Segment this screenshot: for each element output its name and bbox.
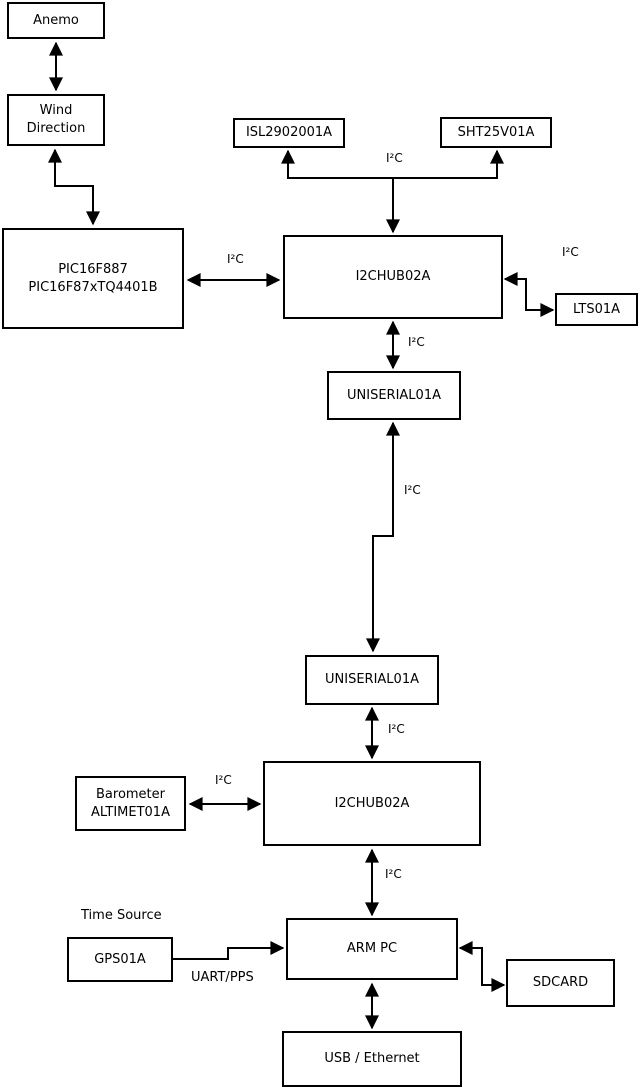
node-usb-ethernet-label: USB / Ethernet [324,1051,420,1067]
edge-label-i2c-uniserial-hub2: I²C [388,722,405,736]
annotation-uart-pps: UART/PPS [191,970,254,985]
node-uniserial01a-top: UNISERIAL01A [327,371,461,420]
node-sdcard: SDCARD [506,959,615,1007]
edge-label-i2c-hub-lts: I²C [562,245,579,259]
node-lts01a: LTS01A [555,293,638,326]
node-gps01a: GPS01A [67,937,173,982]
node-sht25v01a-label: SHT25V01A [457,124,535,140]
node-wind-direction: Wind Direction [7,94,105,146]
node-pic16f887-label: PIC16F887 PIC16F87xTQ4401B [28,261,158,295]
node-isl2902001a-label: ISL2902001A [245,125,333,141]
edge-label-i2c-barometer-hub2: I²C [215,773,232,787]
node-lts01a-label: LTS01A [572,301,621,317]
edge-label-i2c-pic-hub: I²C [227,252,244,266]
edge-label-i2c-hub2-armpc: I²C [385,867,402,881]
edge-armpc-sdcard [458,941,506,992]
node-sdcard-label: SDCARD [532,975,589,991]
node-pic16f887: PIC16F887 PIC16F87xTQ4401B [2,228,184,329]
node-i2chub02a-top-label: I2CHUB02A [355,269,431,285]
node-i2chub02a-bottom-label: I2CHUB02A [334,795,410,811]
edge-label-i2c-sensors: I²C [386,151,403,165]
annotation-time-source: Time Source [81,908,162,923]
node-anemo: Anemo [7,2,105,39]
node-arm-pc-label: ARM PC [346,941,398,957]
node-barometer-altimet01a: Barometer ALTIMET01A [75,776,186,831]
node-uniserial01a-top-label: UNISERIAL01A [347,387,441,403]
edge-gps-armpc [173,941,285,960]
node-anemo-label: Anemo [33,12,79,28]
edge-uniserialtop-uniserialbottom [366,421,400,653]
node-uniserial01a-bottom: UNISERIAL01A [305,655,439,705]
node-usb-ethernet: USB / Ethernet [282,1031,462,1087]
node-arm-pc: ARM PC [286,918,458,980]
node-barometer-altimet01a-label: Barometer ALTIMET01A [91,786,170,820]
edge-label-i2c-uniserial-link: I²C [404,483,421,497]
node-sht25v01a: SHT25V01A [440,117,552,148]
node-i2chub02a-bottom: I2CHUB02A [263,761,481,846]
node-uniserial01a-bottom-label: UNISERIAL01A [325,672,419,688]
node-i2chub02a-top: I2CHUB02A [283,235,503,319]
node-wind-direction-label: Wind Direction [26,103,86,136]
edge-winddirection-pic [48,148,100,226]
node-gps01a-label: GPS01A [94,951,146,967]
node-isl2902001a: ISL2902001A [233,118,345,148]
edge-i2chubtop-lts [503,272,555,317]
edge-label-i2c-hub-uniserial: I²C [408,335,425,349]
